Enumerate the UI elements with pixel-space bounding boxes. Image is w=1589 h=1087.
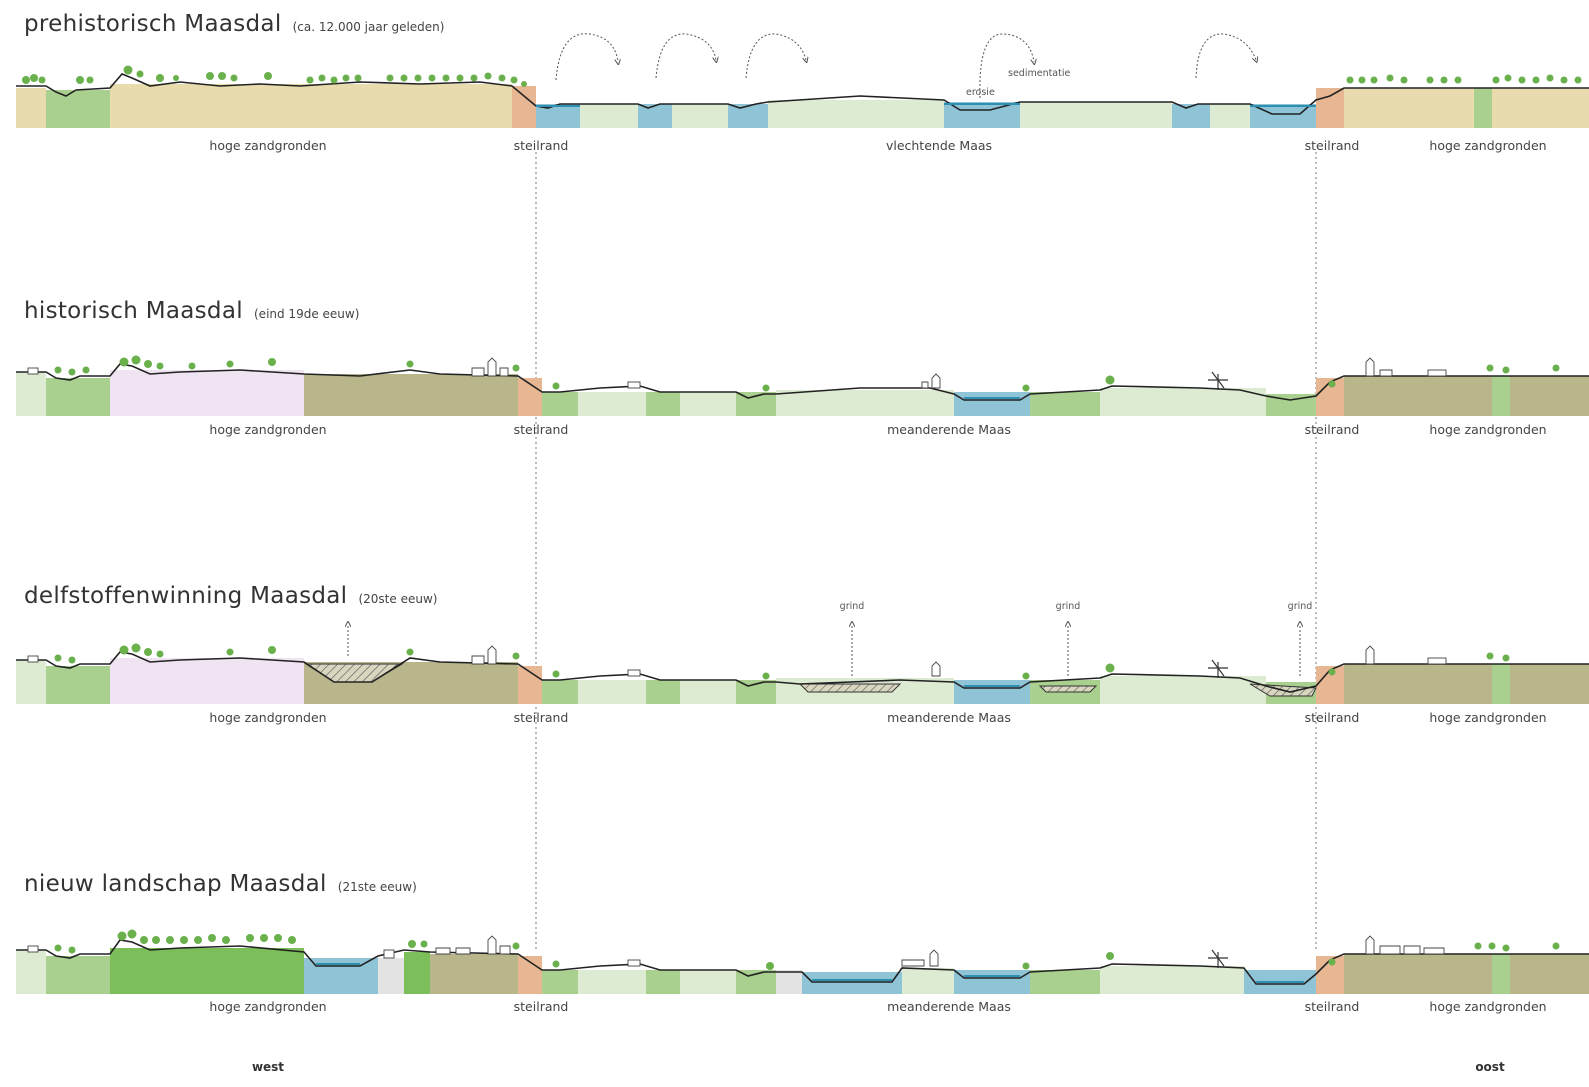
- profile-blocks-prehistoric: [16, 84, 1589, 128]
- windmill-icon: [1208, 949, 1228, 968]
- extraction-arrows: [348, 624, 1300, 676]
- tree-group-extraction: [54, 643, 1510, 680]
- water-deep-prehistoric: [536, 103, 1316, 107]
- label-east-ground: hoge zandgronden: [1429, 710, 1546, 725]
- label-east-ground: hoge zandgronden: [1429, 999, 1546, 1014]
- ground-line-prehistoric: [16, 73, 1589, 115]
- ground-line-new: [16, 939, 1589, 985]
- profile-blocks-extraction: [16, 658, 1589, 704]
- annotation-grind: grind: [840, 601, 865, 612]
- section-extraction: delfstoffenwinning Maasdal (20ste eeuw): [16, 583, 1589, 725]
- compass-east: oost: [1475, 1060, 1505, 1074]
- label-center: meanderende Maas: [887, 710, 1011, 725]
- building-group-historic: [27, 357, 1447, 389]
- label-center: meanderende Maas: [887, 422, 1011, 437]
- tree-group-new: [54, 929, 1560, 970]
- section-title-prehistoric: prehistorisch Maasdal (ca. 12.000 jaar g…: [24, 11, 444, 37]
- ground-line-historic: [16, 363, 1589, 401]
- section-title-extraction: delfstoffenwinning Maasdal (20ste eeuw): [24, 583, 437, 609]
- process-arrows-prehistoric: [555, 33, 1256, 99]
- annotation-grind: grind: [1288, 601, 1313, 612]
- building-group-extraction: [27, 645, 1447, 677]
- water-new: [316, 963, 1304, 983]
- label-west-ground: hoge zandgronden: [209, 710, 326, 725]
- label-center: vlechtende Maas: [886, 138, 992, 153]
- annotation-erosie: erosie: [966, 87, 995, 98]
- label-steilrand-east: steilrand: [1305, 422, 1360, 437]
- section-title-historic: historisch Maasdal (eind 19de eeuw): [24, 298, 359, 324]
- label-steilrand-east: steilrand: [1305, 999, 1360, 1014]
- label-west-ground: hoge zandgronden: [209, 422, 326, 437]
- section-historic: historisch Maasdal (eind 19de eeuw): [16, 298, 1589, 437]
- tree-group-historic: [54, 355, 1560, 392]
- compass-west: west: [252, 1060, 284, 1074]
- windmill-icon: [1208, 659, 1228, 678]
- label-east-ground: hoge zandgronden: [1429, 138, 1546, 153]
- section-prehistoric: prehistorisch Maasdal (ca. 12.000 jaar g…: [16, 11, 1589, 153]
- annotation-grind: grind: [1056, 601, 1081, 612]
- annotation-sedimentatie: sedimentatie: [1008, 68, 1070, 79]
- profile-blocks-historic: [16, 370, 1589, 416]
- label-steilrand-west: steilrand: [514, 138, 569, 153]
- label-east-ground: hoge zandgronden: [1429, 422, 1546, 437]
- tree-group-prehistoric: [22, 65, 1582, 87]
- label-steilrand-east: steilrand: [1305, 710, 1360, 725]
- section-title-new-landscape: nieuw landschap Maasdal (21ste eeuw): [24, 871, 417, 897]
- label-steilrand-east: steilrand: [1305, 138, 1360, 153]
- windmill-icon: [1208, 371, 1228, 390]
- label-center: meanderende Maas: [887, 999, 1011, 1014]
- profile-blocks-new: [16, 948, 1589, 994]
- section-new-landscape: nieuw landschap Maasdal (21ste eeuw): [16, 871, 1589, 1014]
- ground-line-extraction: [16, 651, 1589, 693]
- label-steilrand-west: steilrand: [514, 710, 569, 725]
- label-west-ground: hoge zandgronden: [209, 999, 326, 1014]
- label-west-ground: hoge zandgronden: [209, 138, 326, 153]
- label-steilrand-west: steilrand: [514, 422, 569, 437]
- label-steilrand-west: steilrand: [514, 999, 569, 1014]
- building-group-new: [27, 935, 1445, 967]
